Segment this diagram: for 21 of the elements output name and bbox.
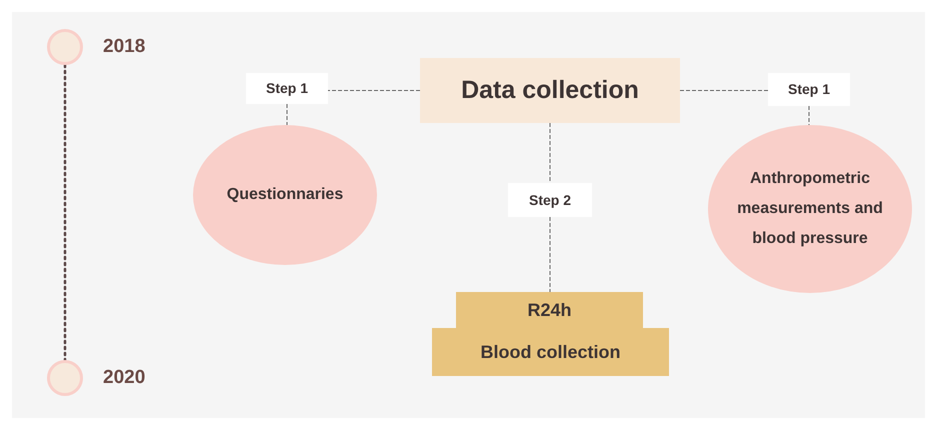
box-label: Blood collection <box>480 340 620 364</box>
step-label: Step 1 <box>788 80 830 99</box>
year-label: 2020 <box>103 368 146 387</box>
box-label: R24h <box>527 298 572 322</box>
year-label: 2018 <box>103 37 146 56</box>
title-box <box>420 58 680 123</box>
connector-line <box>328 90 420 91</box>
step-tag <box>768 73 850 106</box>
ellipse-label: Anthropometric measurements and blood pressure <box>736 169 884 249</box>
step-tag <box>246 73 328 104</box>
step-label: Step 2 <box>528 190 571 210</box>
step-tag <box>508 183 592 217</box>
timeline-line <box>64 64 66 362</box>
step-label: Step 1 <box>266 79 308 98</box>
process-box <box>432 328 669 376</box>
connector-line <box>286 104 288 126</box>
box-title: Data collection <box>461 74 639 106</box>
process-box <box>456 292 643 328</box>
connector-line <box>808 106 810 126</box>
ellipse-label: Questionnaries <box>226 185 344 205</box>
connector-line <box>680 90 768 91</box>
